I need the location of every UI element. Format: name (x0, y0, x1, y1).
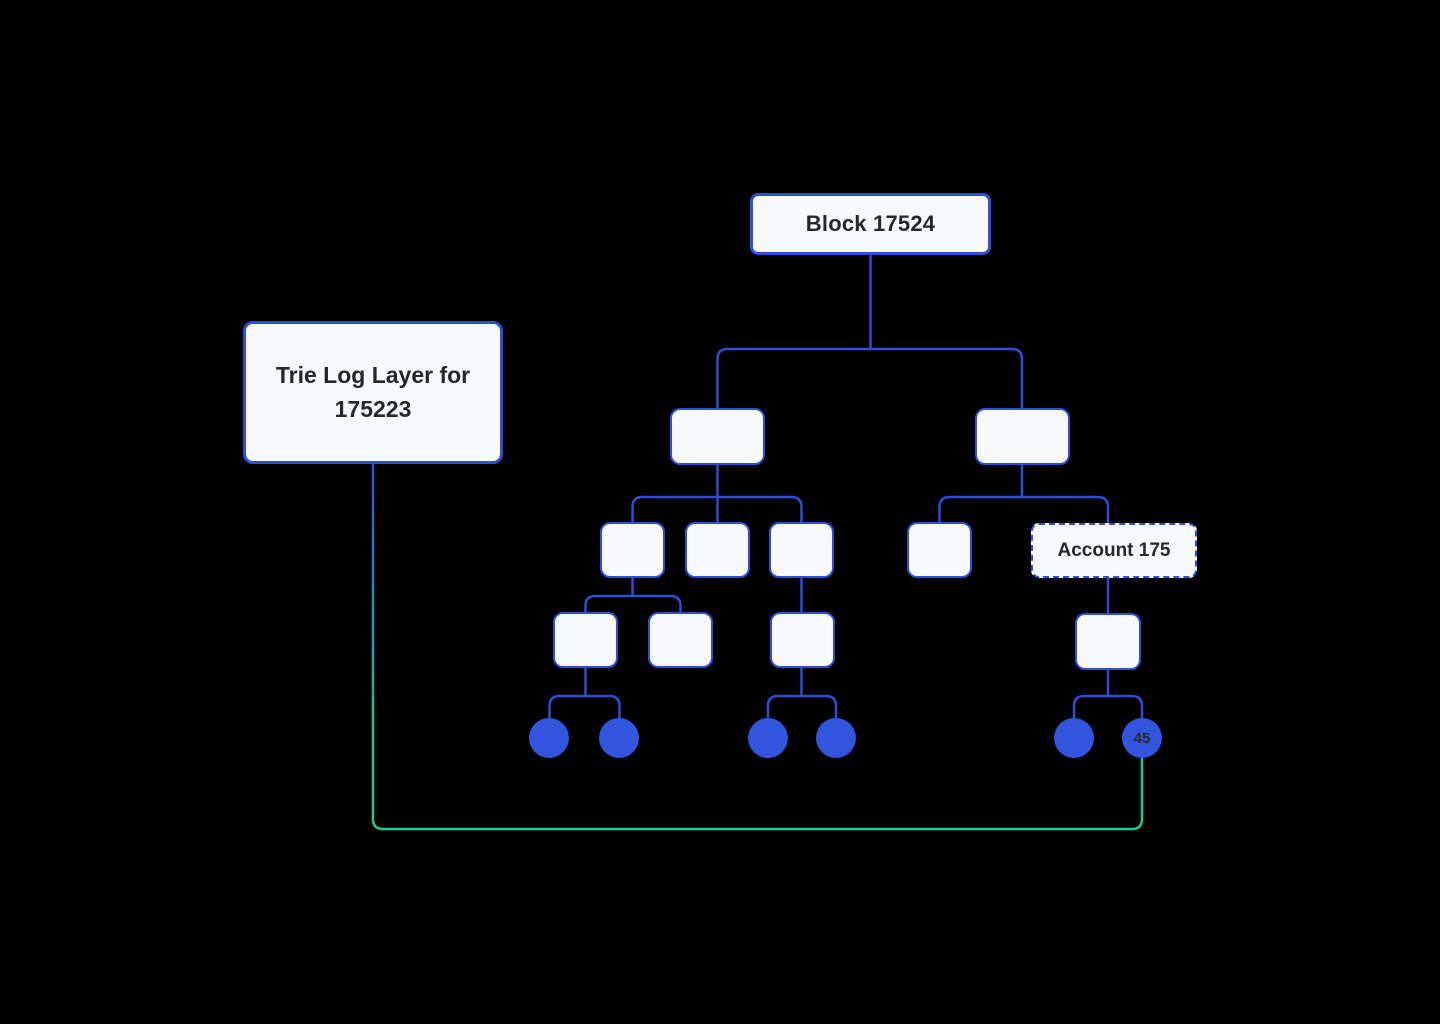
edge-trie-log-link (371, 464, 1144, 831)
trie-log-node: Trie Log Layer for 175223 (243, 321, 503, 464)
l2-node-left (670, 408, 765, 465)
trie-log-node-label: Trie Log Layer for 175223 (276, 359, 470, 426)
l3-node-3 (769, 522, 834, 578)
edge-l2-split (716, 347, 1024, 408)
edge-l4-left-split (584, 594, 682, 612)
leaf-circle-3 (748, 718, 788, 758)
account-node: Account 175 (1031, 523, 1197, 578)
leaf-circle-1 (529, 718, 569, 758)
block-node-label: Block 17524 (805, 211, 936, 236)
leaf-45-label: 45 (1133, 729, 1151, 747)
trie-log-label-line1: Trie Log Layer for (275, 362, 471, 389)
leaf-circle-5 (1054, 718, 1094, 758)
l3-node-4 (907, 522, 972, 578)
l4-node-1 (553, 612, 618, 668)
leaf-circle-2 (599, 718, 639, 758)
trie-log-label-line2: 175223 (334, 395, 412, 422)
edge-leafpair1-split (548, 694, 621, 720)
l4-node-2 (648, 612, 713, 668)
l4-node-3 (770, 612, 835, 668)
leaf-circle-45: 45 (1122, 718, 1162, 758)
l2-node-right (975, 408, 1070, 465)
account-node-label: Account 175 (1057, 539, 1171, 561)
edge-leafpair2-split (766, 694, 838, 720)
edge-l3-right-split (938, 495, 1110, 523)
account-child-node (1075, 613, 1141, 670)
edge-l3-left-split (631, 495, 803, 522)
leaf-circle-4 (816, 718, 856, 758)
l3-node-1 (600, 522, 665, 578)
edge-leafpair3-split (1072, 694, 1144, 720)
l3-node-2 (685, 522, 750, 578)
block-node: Block 17524 (750, 193, 991, 255)
